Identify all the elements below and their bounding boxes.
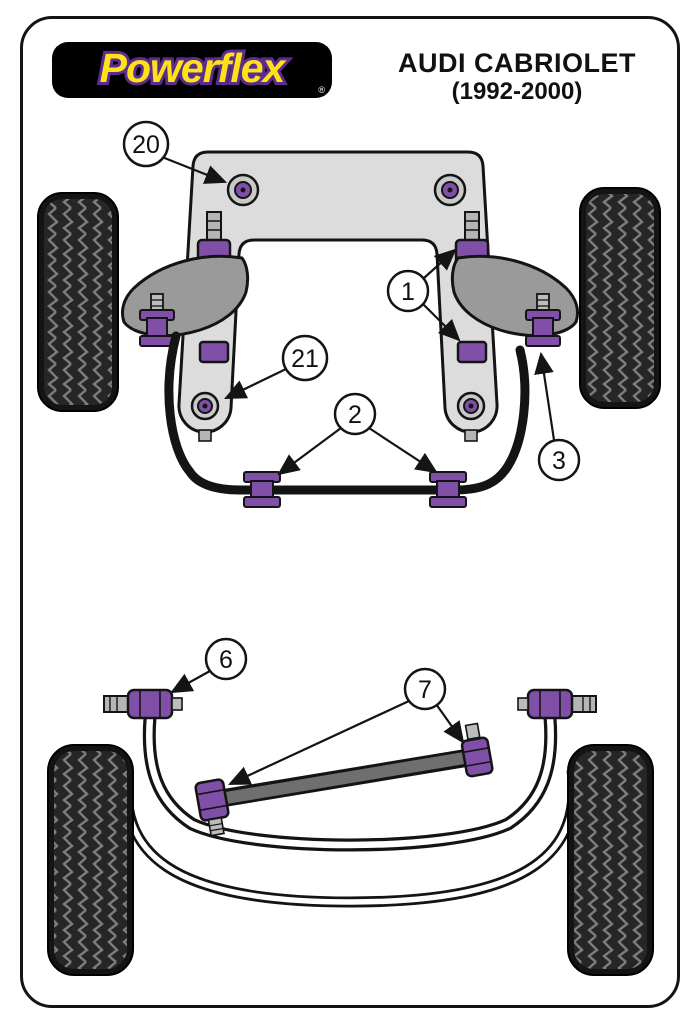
- callout-6-label: 6: [219, 646, 233, 674]
- panhard-bush-right: [460, 722, 494, 778]
- callout-7: 7: [228, 667, 465, 785]
- front-subframe-lower-bush-left: [190, 391, 220, 442]
- model-years: (1992-2000): [451, 78, 583, 105]
- rear-arm-front-bush-right: [517, 688, 597, 720]
- arb-bush-right: [429, 471, 467, 508]
- front-arm-outer-bush-right: [525, 293, 561, 347]
- brand-text: Powerflex: [100, 45, 288, 91]
- rear-axle-outer-loop: [121, 769, 579, 908]
- rear-arm-front-bush-left: [103, 688, 183, 720]
- rear-left-tire: [47, 744, 134, 976]
- rear-suspension-diagram: 6 7: [47, 637, 654, 976]
- callout-1: 1: [386, 248, 461, 342]
- callout-3: 3: [534, 351, 581, 482]
- arb-bush-left: [243, 471, 281, 508]
- page-border: [20, 16, 680, 1008]
- callout-6: 6: [170, 637, 248, 694]
- callout-2: 2: [277, 392, 438, 476]
- callout-1-label: 1: [401, 278, 415, 306]
- front-right-tire: [579, 187, 661, 409]
- brand-text-svg: Powerflex: [97, 45, 292, 94]
- front-subframe-mount-bush-right: [433, 173, 467, 207]
- callout-20-label: 20: [132, 131, 160, 159]
- panhard-bush-left: [194, 778, 230, 837]
- callout-7-label: 7: [418, 676, 432, 704]
- front-arm-rear-bush-right: [456, 340, 488, 364]
- callout-21-label: 21: [291, 345, 319, 373]
- front-subframe-lower-bush-right: [456, 391, 486, 442]
- anti-roll-bar: [164, 331, 530, 495]
- rear-right-tire: [567, 744, 654, 976]
- front-subframe-mount-bush-left: [226, 173, 260, 207]
- brand-logo: Powerflex ®: [52, 42, 332, 98]
- registered-mark: ®: [318, 85, 325, 95]
- panhard-rod: [210, 747, 480, 809]
- callout-20: 20: [122, 120, 228, 184]
- front-arm-rear-bush-left: [198, 340, 230, 364]
- title-block: AUDI CABRIOLET (1992-2000): [372, 48, 662, 106]
- front-left-tire: [37, 192, 119, 412]
- front-suspension-diagram: 20 1 21 2 3: [37, 120, 661, 508]
- front-subframe: [177, 150, 499, 434]
- rear-axle-beam: [142, 717, 558, 852]
- model-title: AUDI CABRIOLET: [398, 48, 636, 78]
- front-arm-outer-bush-left: [139, 293, 175, 347]
- callout-2-label: 2: [348, 401, 362, 429]
- callout-3-label: 3: [552, 447, 566, 475]
- callout-21: 21: [224, 334, 329, 399]
